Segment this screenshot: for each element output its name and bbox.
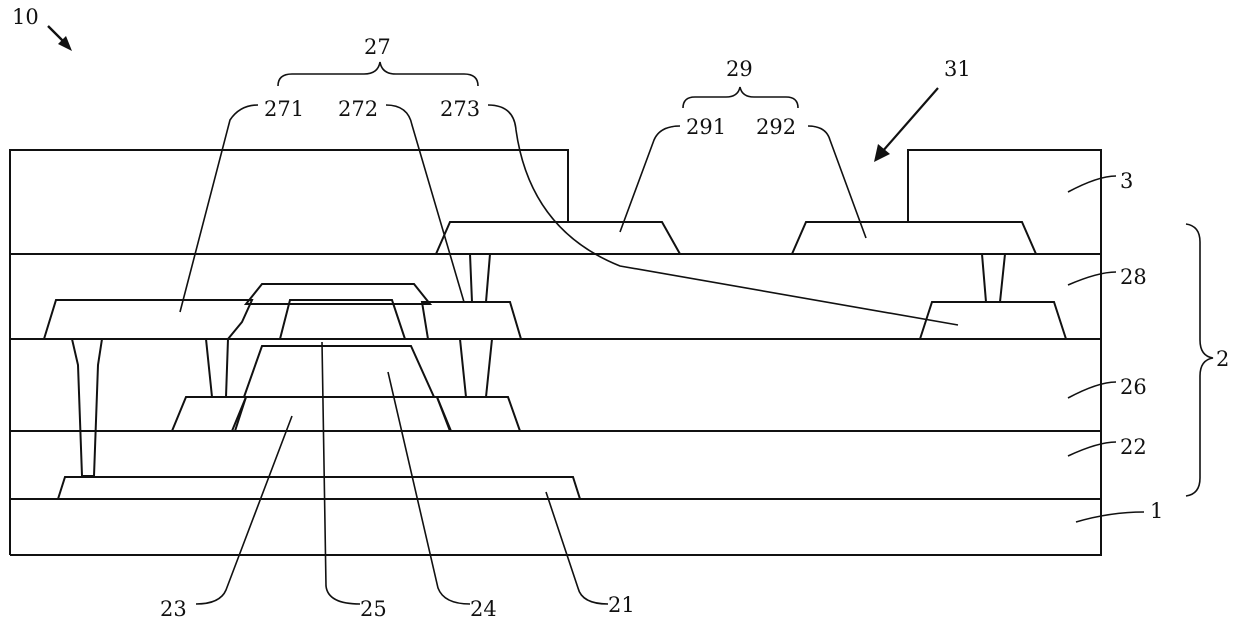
etch-stop-layer (244, 346, 434, 397)
label-26: 26 (1120, 375, 1147, 399)
label-292: 292 (756, 115, 796, 139)
array-layer-brace (1186, 224, 1213, 496)
label-291: 291 (686, 115, 726, 139)
gate-electrode (58, 477, 580, 499)
active-layer (232, 397, 451, 431)
label-25: 25 (360, 597, 387, 621)
pixel-define-layer-outline (10, 150, 568, 555)
third-electrode (920, 302, 1066, 339)
label-27: 27 (364, 35, 391, 59)
label-273: 273 (440, 97, 480, 121)
figure-number: 10 (12, 5, 39, 29)
label-21: 21 (608, 593, 635, 617)
label-272: 272 (338, 97, 378, 121)
label-1: 1 (1150, 499, 1163, 523)
light-shield (280, 300, 405, 339)
label-3: 3 (1120, 169, 1133, 193)
drain-electrode (422, 302, 521, 397)
label-29: 29 (726, 57, 753, 81)
layer-stack (10, 150, 1101, 555)
anode-left (436, 222, 680, 302)
label-22: 22 (1120, 435, 1147, 459)
source-electrode (44, 300, 252, 476)
label-2: 2 (1216, 347, 1229, 371)
label-24: 24 (470, 597, 497, 621)
label-23: 23 (160, 597, 187, 621)
group-29-brace (683, 87, 798, 108)
leader-lines (180, 105, 1144, 604)
label-271: 271 (264, 97, 304, 121)
label-28: 28 (1120, 265, 1147, 289)
label-31: 31 (944, 57, 971, 81)
pixel-define-layer-right-outline (10, 150, 1101, 555)
figure-arrow (48, 26, 72, 51)
anode-right (792, 222, 1036, 302)
group-27-brace (278, 62, 478, 86)
